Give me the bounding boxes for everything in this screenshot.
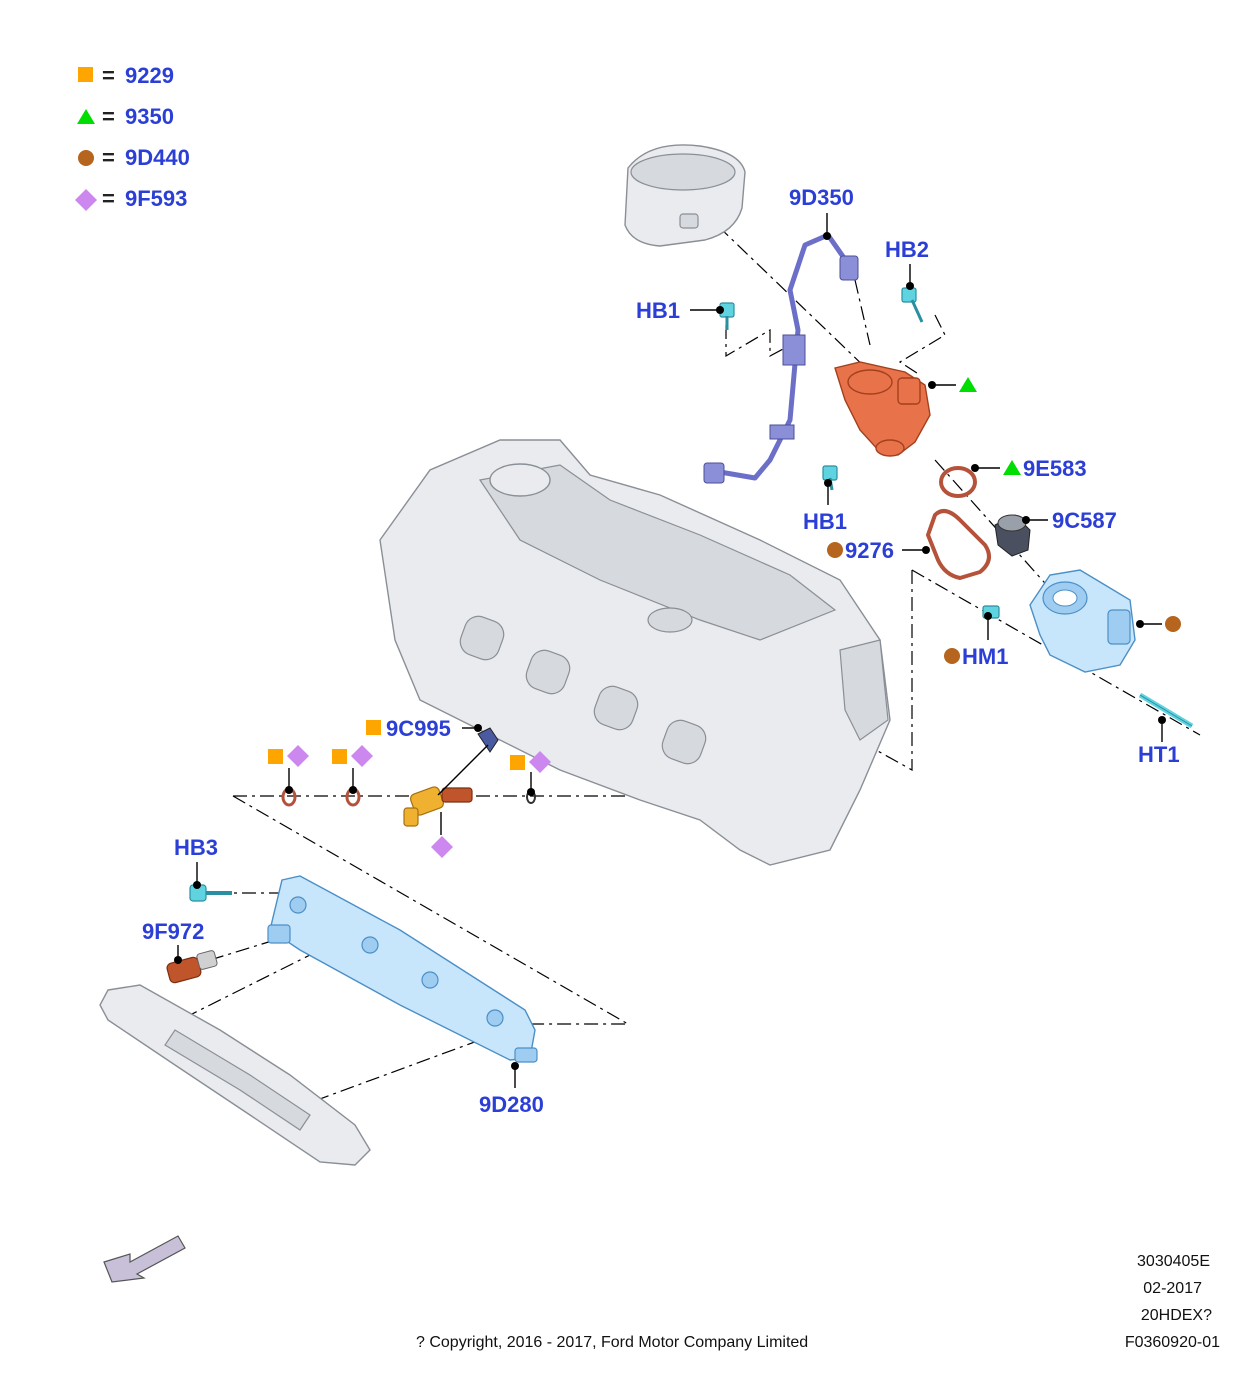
label-9276: 9276 [845,538,894,563]
legend-equals: = [102,186,115,211]
square-marker-9C995 [366,720,381,735]
legend-code-9D440: 9D440 [125,145,190,170]
square-symbol-icon [78,67,93,82]
legend-item-diamond: = 9F593 [75,186,187,211]
label-9C995: 9C995 [386,716,451,741]
diamond-marker-seal-1 [287,745,309,767]
circle-marker-9276 [827,542,843,558]
pressure-sensor-9F972-part [166,950,218,984]
clip-9C995-part [477,727,499,753]
label-HM1: HM1 [962,644,1008,669]
tappet-9C587-part [994,514,1031,557]
fuel-rail-9D280-part [267,875,538,1063]
legend-equals: = [102,145,115,170]
label-HB1-bottom: HB1 [803,509,847,534]
heat-shield-part [99,984,371,1166]
diamond-marker-injector [431,836,453,858]
triangle-marker-9350 [959,377,977,392]
footer-date: 02-2017 [1143,1280,1202,1297]
legend-equals: = [102,63,115,88]
square-marker-seal-1 [268,749,283,764]
bolt-HB2-part [901,287,924,323]
label-HB1-top: HB1 [636,298,680,323]
label-9D350: 9D350 [789,185,854,210]
diamond-marker-seal-2 [351,745,373,767]
legend: = 9229 = 9350 = 9D440 = 9F593 [75,63,190,211]
engine-cover-part [624,144,746,247]
legend-equals: = [102,104,115,129]
cylinder-head-part [379,439,891,866]
footer: 3030405E 02-2017 20HDEX? F0360920-01 ? C… [416,1253,1220,1351]
fuel-injector-part [403,786,473,827]
footer-code-1: 3030405E [1137,1253,1210,1270]
label-HT1: HT1 [1138,742,1180,767]
label-HB3: HB3 [174,835,218,860]
bolt-HB3-part [189,884,232,902]
gasket-9276-part [925,509,991,581]
label-9F972: 9F972 [142,919,204,944]
footer-code-3: F0360920-01 [1125,1334,1220,1351]
legend-code-9350: 9350 [125,104,174,129]
legend-item-triangle: = 9350 [77,104,174,129]
triangle-marker-9E583 [1003,460,1021,475]
stud-HT1-part [1138,692,1194,729]
label-HB2: HB2 [885,237,929,262]
square-marker-seal-3 [510,755,525,770]
legend-code-9229: 9229 [125,63,174,88]
circle-marker-housing [1165,616,1181,632]
pump-housing-part [1029,569,1136,673]
footer-code-2: 20HDEX? [1141,1307,1212,1324]
diamond-symbol-icon [75,189,97,211]
circle-symbol-icon [78,150,94,166]
leader-lines [174,213,1166,1088]
legend-item-square: = 9229 [78,63,174,88]
fuel-pump-part [834,361,931,457]
o-ring-9E583-part [939,466,977,498]
square-marker-seal-2 [332,749,347,764]
label-9C587: 9C587 [1052,508,1117,533]
fuel-line-9D350-part [703,232,859,484]
diamond-marker-seal-3 [529,751,551,773]
copyright: ? Copyright, 2016 - 2017, Ford Motor Com… [416,1334,808,1351]
triangle-symbol-icon [77,109,95,124]
legend-item-circle: = 9D440 [78,145,190,170]
label-9D280: 9D280 [479,1092,544,1117]
label-9E583: 9E583 [1023,456,1087,481]
part-labels: 9D350 HB2 HB1 HB1 9E583 9C587 9276 HM1 H… [142,185,1181,1117]
orientation-arrow-icon [103,1235,186,1283]
circle-marker-HM1 [944,648,960,664]
legend-code-9F593: 9F593 [125,186,187,211]
